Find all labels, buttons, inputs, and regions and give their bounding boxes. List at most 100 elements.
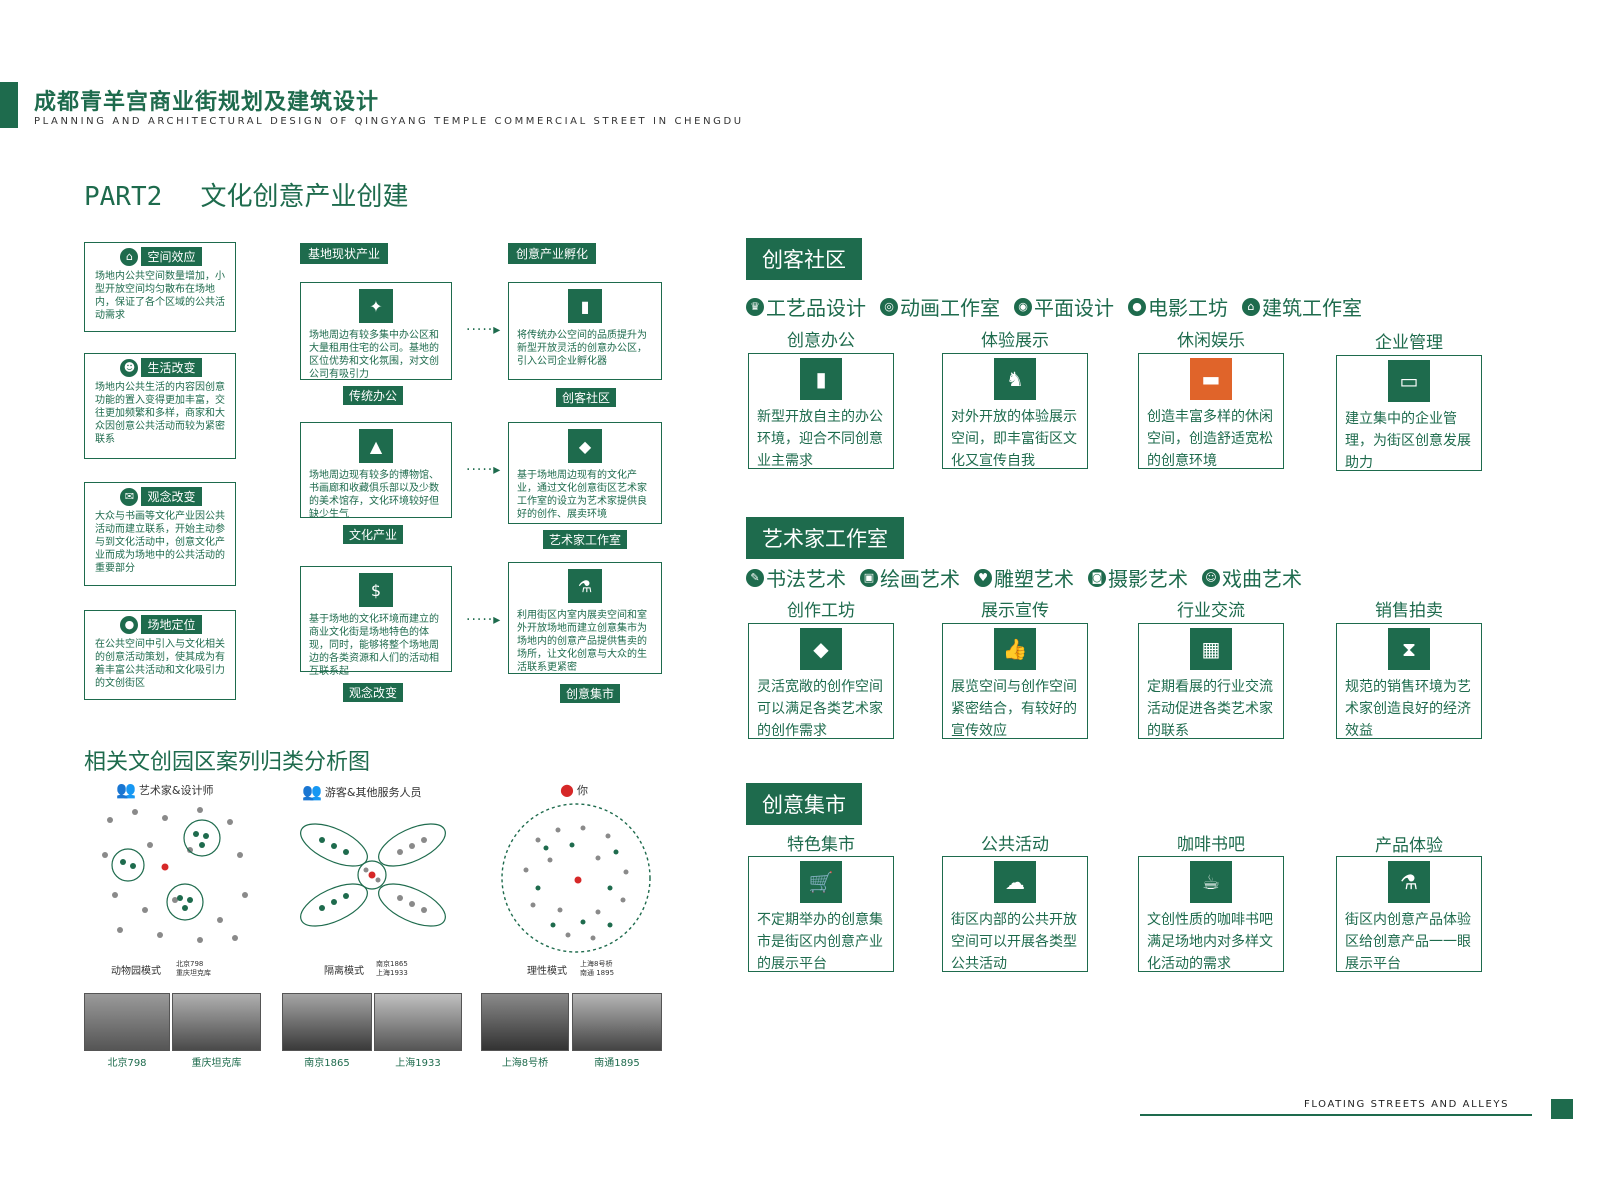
- category-item: ☺戏曲艺术: [1202, 563, 1302, 592]
- column-head-current: 基地现状产业: [300, 243, 389, 264]
- photo-caption: 北京798: [107, 1058, 147, 1069]
- part-heading: PART2 文化创意产业创建: [84, 176, 409, 213]
- effect-title: 观念改变: [141, 487, 202, 506]
- footer-text: FLOATING STREETS AND ALLEYS: [1304, 1099, 1510, 1110]
- flow-label: 传统办公: [343, 386, 404, 405]
- presentation-icon: ✦: [359, 289, 393, 323]
- footer-line: [1140, 1114, 1532, 1116]
- card-title: 体验展示: [981, 331, 1049, 351]
- card-title: 产品体验: [1375, 836, 1443, 856]
- card-title: 展示宣传: [981, 601, 1049, 621]
- effect-title: 空间效应: [141, 247, 202, 266]
- building-icon: ⌂: [1242, 297, 1260, 316]
- section-head-maker: 创客社区: [746, 238, 862, 280]
- feature-card: 🛒 不定期举办的创意集市是街区内创意产业的展示平台: [748, 856, 894, 972]
- page-title: 成都青羊宫商业街规划及建筑设计: [34, 89, 380, 115]
- person-pair-icon: 👥: [116, 780, 136, 799]
- mode-ref: 上海1933: [376, 969, 408, 977]
- lamp-icon: ◆: [568, 429, 602, 463]
- picture-icon: ▲: [359, 429, 393, 463]
- cloud-icon: ☁: [994, 861, 1036, 903]
- flow-text: 基于场地的文化环境而建立的商业文化街是场地特色的体现，同时，能够将整个场地周边的…: [309, 614, 439, 677]
- photo-nantong-1895: [572, 993, 662, 1051]
- chat-icon: ✉: [120, 487, 139, 506]
- sofa-icon: ▬: [1190, 358, 1232, 400]
- mode-ref: 南京1865: [376, 960, 408, 968]
- photo-icon: ◙: [1088, 568, 1106, 587]
- person-icon: ●: [560, 780, 574, 799]
- zoo-mode-diagram: [102, 807, 248, 943]
- category-item: ⌂建筑工作室: [1242, 292, 1362, 321]
- screens-icon: ▦: [1190, 628, 1232, 670]
- card-title: 特色集市: [787, 835, 855, 855]
- flow-label: 艺术家工作室: [543, 530, 628, 549]
- flow-text: 场地周边现有较多的博物馆、书画廊和收藏俱乐部以及少数的美术馆存，文化环境较好但缺…: [309, 470, 439, 520]
- category-row: ✎书法艺术 ▣绘画艺术 ♥雕塑艺术 ◙摄影艺术 ☺戏曲艺术: [746, 563, 1302, 592]
- you-marker: [574, 876, 582, 884]
- effect-box: ☻生活改变 场地内公共生活的内容因创意功能的置入变得更加丰富，交往更加频繁和多样…: [84, 353, 236, 459]
- photo-beijing-798: [84, 993, 170, 1051]
- category-item: ◉平面设计: [1014, 292, 1114, 321]
- feature-card: 👍 展览空间与创作空间紧密结合，有较好的宣传效应: [942, 623, 1088, 739]
- pen-icon: ✎: [746, 568, 764, 587]
- photo-shanghai-1933: [374, 993, 462, 1051]
- effect-title: 场地定位: [141, 615, 202, 634]
- feature-card: ☁ 街区内部的公共开放空间可以开展各类型公共活动: [942, 856, 1088, 972]
- location-icon: ●: [120, 615, 139, 634]
- photo-caption: 重庆坦克库: [191, 1058, 242, 1069]
- mode-name: 理性模式: [527, 966, 567, 977]
- flow-box-incubation: ▮ 将传统办公空间的品质提升为新型开放灵活的创意办公区，引入公司企业孵化器: [508, 282, 662, 380]
- flask-icon: ⚗: [568, 569, 602, 603]
- feature-card: ♞ 对外开放的体验展示空间，即丰富街区文化又宣传自我: [942, 353, 1088, 469]
- card-title: 行业交流: [1177, 601, 1245, 621]
- effect-text: 大众与书画等文化产业因公共活动而建立联系，开始主动参与到文化活动中，创意文化产业…: [95, 511, 225, 574]
- section-head-artist: 艺术家工作室: [746, 517, 904, 559]
- category-item: ◙摄影艺术: [1088, 563, 1188, 592]
- flask-icon: ⚗: [1388, 861, 1430, 903]
- flow-label: 创客社区: [556, 388, 617, 407]
- legend-visitors: 👥 游客&其他服务人员: [302, 782, 422, 801]
- you-marker: [161, 863, 169, 871]
- gamepad-icon: ◉: [1014, 297, 1032, 316]
- photo-chongqing-tank: [172, 993, 261, 1051]
- sculpture-icon: ♥: [974, 568, 992, 587]
- visitor-figures: [102, 807, 248, 943]
- page-subtitle: PLANNING AND ARCHITECTURAL DESIGN OF QIN…: [34, 116, 744, 127]
- photo-caption: 上海8号桥: [501, 1058, 549, 1069]
- chess-knight-icon: ♞: [994, 358, 1036, 400]
- people-icon: ☻: [120, 358, 139, 377]
- card-title: 企业管理: [1375, 333, 1443, 353]
- card-title: 创意办公: [787, 331, 855, 351]
- card-title: 咖啡书吧: [1177, 835, 1245, 855]
- rational-mode-diagram: [501, 803, 651, 953]
- card-title: 公共活动: [981, 835, 1049, 855]
- crown-icon: ♛: [746, 297, 764, 316]
- flow-label: 文化产业: [343, 525, 404, 544]
- feature-card: ▮ 新型开放自主的办公环境，迎合不同创意业主需求: [748, 353, 894, 469]
- category-item: ▣绘画艺术: [860, 563, 960, 592]
- feature-card: ▦ 定期看展的行业交流活动促进各类艺术家的联系: [1138, 623, 1284, 739]
- legend-you: ● 你: [560, 780, 588, 799]
- flow-arrow: ·····▸: [466, 322, 502, 338]
- category-item: ◎动画工作室: [880, 292, 1000, 321]
- flow-box-incubation: ◆ 基于场地周边现有的文化产业，通过文化创意街区艺术家工作室的设立为艺术家提供良…: [508, 422, 662, 524]
- home-icon: ⌂: [120, 247, 139, 266]
- part-number: PART2: [84, 182, 163, 212]
- section-head-market: 创意集市: [746, 783, 862, 825]
- column-head-incubation: 创意产业孵化: [508, 243, 597, 264]
- effect-text: 在公共空间中引入与文化相关的创意活动策划，使其成为有着丰富公共活动和文化吸引力的…: [95, 639, 225, 689]
- category-item: ♥雕塑艺术: [974, 563, 1074, 592]
- card-title: 休闲娱乐: [1177, 331, 1245, 351]
- you-marker: [368, 871, 376, 879]
- photo-caption: 上海1933: [395, 1058, 441, 1069]
- money-bag-icon: $: [359, 573, 393, 607]
- flow-box-current: ✦ 场地周边有较多集中办公区和大量租用住宅的公司。基地的区位优势和文化氛围，对文…: [300, 282, 452, 380]
- feature-card: ⚗ 街区内创意产品体验区给创意产品一一眼展示平台: [1336, 856, 1482, 972]
- flow-arrow: ·····▸: [466, 612, 502, 628]
- flow-text: 场地周边有较多集中办公区和大量租用住宅的公司。基地的区位优势和文化氛围，对文创公…: [309, 330, 439, 380]
- feature-card: ⧗ 规范的销售环境为艺术家创造良好的经济效益: [1336, 623, 1482, 739]
- flow-text: 利用街区内室内展卖空间和室外开放场地而建立创意集市为场地内的创意产品提供售卖的场…: [517, 610, 647, 673]
- monitor-icon: ▭: [1388, 360, 1430, 402]
- door-icon: ▮: [568, 289, 602, 323]
- mode-ref: 重庆坦克库: [176, 969, 211, 977]
